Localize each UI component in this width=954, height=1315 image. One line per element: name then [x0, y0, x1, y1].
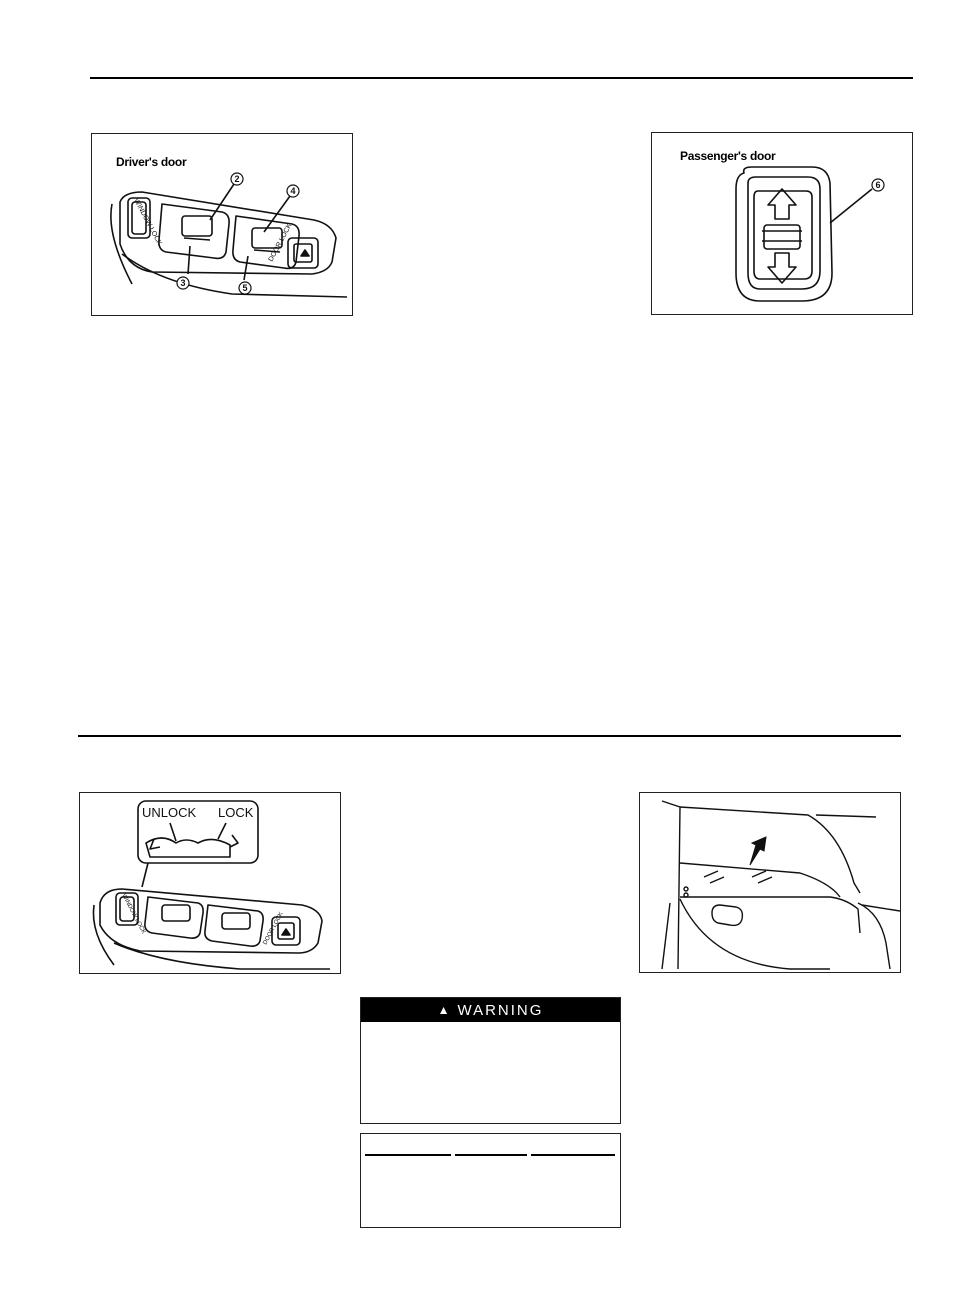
warning-title: WARNING — [457, 1001, 544, 1019]
top-rule — [90, 77, 913, 79]
caution-header-line-3 — [531, 1154, 615, 1156]
caution-header-line-1 — [365, 1154, 451, 1156]
door-lock-switch-text-2: DOOR LOCK — [262, 911, 284, 946]
passengers-door-figure: Passenger's door 6 — [651, 132, 913, 315]
unlock-label: UNLOCK — [142, 805, 197, 820]
lock-switch-illustration: UNLOCK LOCK WINDOW LOCK DOOR LOCK — [92, 800, 330, 970]
arrow-indicator-icon — [749, 836, 767, 866]
door-interior-figure — [639, 792, 901, 973]
middle-rule — [78, 735, 901, 737]
callout-2: 2 — [234, 174, 239, 184]
drivers-door-figure: Driver's door — [91, 133, 353, 316]
warning-triangle-icon: ▲ — [437, 1003, 450, 1017]
warning-box: ▲ WARNING — [360, 997, 621, 1124]
passenger-switch-illustration: 6 — [735, 166, 885, 302]
caution-box — [360, 1133, 621, 1228]
warning-header: ▲ WARNING — [361, 998, 620, 1022]
lock-switch-figure: UNLOCK LOCK WINDOW LOCK DOOR LOCK — [79, 792, 341, 974]
caution-header-line-2 — [455, 1154, 527, 1156]
passengers-door-label: Passenger's door — [680, 149, 776, 163]
window-lock-switch-text: WINDOW LOCK — [132, 198, 163, 247]
door-interior-illustration — [661, 800, 900, 970]
callout-5: 5 — [242, 283, 247, 293]
callout-6: 6 — [875, 180, 880, 190]
drivers-door-switch-illustration: WINDOW LOCK DOOR LOCK 2 4 3 5 — [110, 172, 348, 298]
callout-3: 3 — [180, 278, 185, 288]
lock-label: LOCK — [218, 805, 254, 820]
callout-4: 4 — [290, 186, 295, 196]
drivers-door-label: Driver's door — [116, 155, 187, 169]
